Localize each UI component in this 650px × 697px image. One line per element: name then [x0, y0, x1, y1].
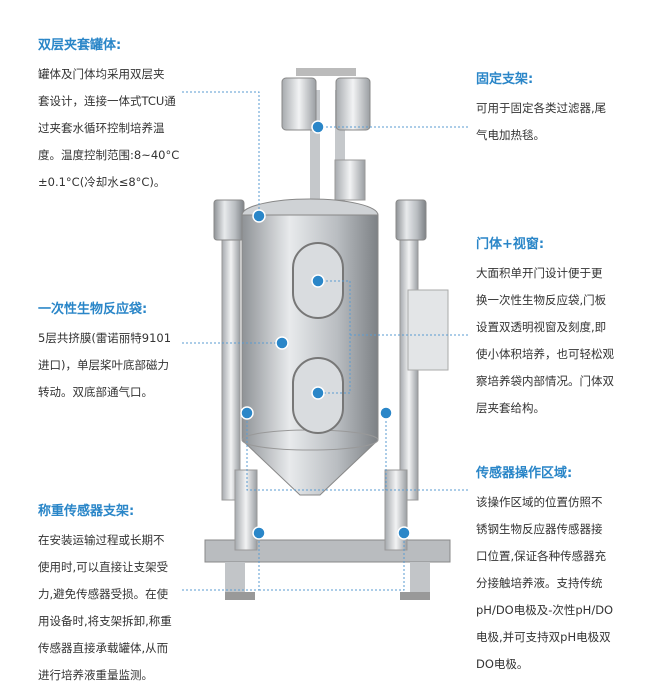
text-line: 分接触培养液。支持传统: [476, 576, 603, 590]
text-line: 察培养袋内部情况。门体双: [476, 374, 614, 388]
callout-dots: [240, 120, 411, 540]
section-jacket: 双层夹套罐体: 罐体及门体均采用双层夹 套设计，连接一体式TCU通 过夹套水循环…: [38, 34, 179, 196]
text-line: 气电加热毯。: [476, 128, 545, 142]
section-title: 双层夹套罐体:: [38, 38, 122, 53]
text-line: 使用时,可以直接让支架受: [38, 560, 169, 574]
section-title: 门体+视窗:: [476, 237, 545, 252]
section-bag: 一次性生物反应袋: 5层共挤膜(雷诺丽特9101 进口)，单层桨叶底部磁力 转动…: [38, 298, 171, 406]
filter-bracket: [281, 68, 371, 210]
text-line: 传感器直接承载罐体,从而: [38, 641, 169, 655]
text-line: 进口)，单层桨叶底部磁力: [38, 358, 169, 372]
text-line: 层夹套给构。: [476, 401, 545, 415]
section-title: 传感器操作区域:: [476, 466, 573, 481]
text-line: 度。温度控制范围:8~40°C: [38, 148, 180, 162]
text-line: 进行培养液重量监测。: [38, 668, 153, 682]
text-line: 力,避免传感器受损。在使: [38, 587, 169, 601]
section-bracket: 固定支架: 可用于固定各类过滤器,尾 气电加热毯。: [476, 68, 606, 149]
text-line: 电极,并可支持双pH电极双: [476, 630, 611, 644]
text-line: 大面积单开门设计便于更: [476, 266, 603, 280]
text-line: 换一次性生物反应袋,门板: [476, 293, 607, 307]
text-line: 套设计，连接一体式TCU通: [38, 94, 176, 108]
text-line: 使小体积培养，也可轻松观: [476, 347, 614, 361]
section-title: 固定支架:: [476, 72, 534, 87]
text-line: 口位置,保证各种传感器充: [476, 549, 607, 563]
section-door: 门体+视窗: 大面积单开门设计便于更 换一次性生物反应袋,门板 设置双透明视窗及…: [476, 233, 614, 422]
text-line: 在安装运输过程或长期不: [38, 533, 165, 547]
text-line: 用设备时,将支架拆卸,称重: [38, 614, 172, 628]
text-line: 过夹套水循环控制培养温: [38, 121, 165, 135]
text-line: DO电极。: [476, 657, 529, 671]
text-line: 罐体及门体均采用双层夹: [38, 67, 165, 81]
text-line: ±0.1°C(冷却水≤8°C)。: [38, 175, 166, 189]
callout-lines: [182, 91, 470, 591]
text-line: pH/DO电极及-次性pH/DO: [476, 603, 614, 617]
section-title: 称重传感器支架:: [38, 504, 135, 519]
text-line: 转动。双底部通气口。: [38, 385, 153, 399]
text-line: 5层共挤膜(雷诺丽特9101: [38, 331, 172, 345]
text-line: 锈钢生物反应器传感器接: [476, 522, 603, 536]
text-line: 设置双透明视窗及刻度,即: [476, 320, 607, 334]
section-weigh: 称重传感器支架: 在安装运输过程或长期不 使用时,可以直接让支架受 力,避免传感…: [38, 500, 172, 689]
text-line: 可用于固定各类过滤器,尾: [476, 101, 607, 115]
section-sensor: 传感器操作区域: 该操作区域的位置仿照不 锈钢生物反应器传感器接 口位置,保证各…: [476, 462, 613, 678]
section-title: 一次性生物反应袋:: [38, 302, 148, 317]
text-line: 该操作区域的位置仿照不: [476, 495, 603, 509]
